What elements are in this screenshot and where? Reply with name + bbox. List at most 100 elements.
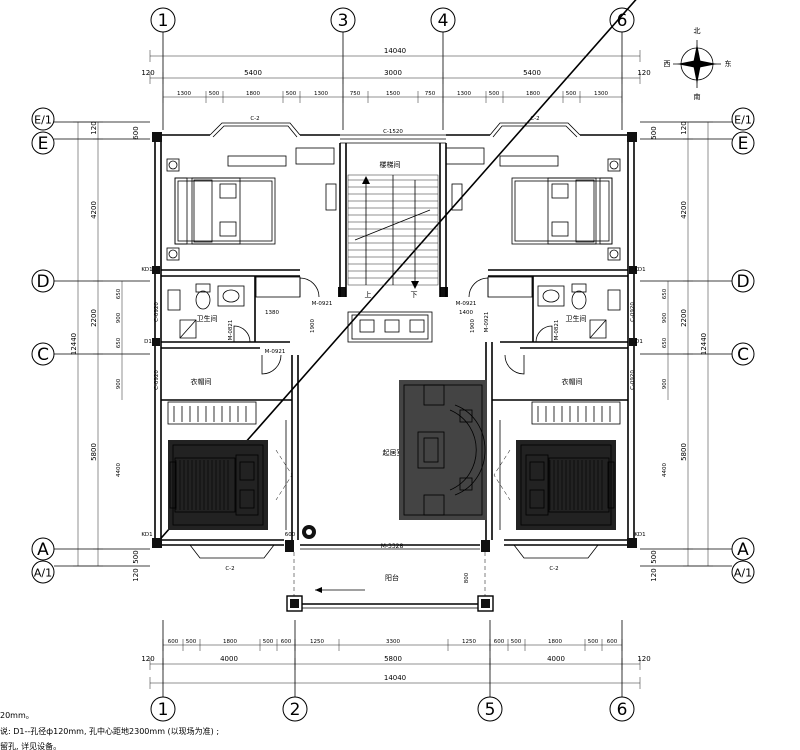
axis-label: A <box>737 540 749 560</box>
dim-outer: 120 <box>141 69 154 77</box>
axis-label: D <box>736 272 749 292</box>
bed-top-right <box>445 147 621 261</box>
dim-detail: 750 <box>350 91 361 97</box>
dim-outer: 120 <box>637 655 650 663</box>
dim-detail: 500 <box>511 639 522 645</box>
dim-small: 1400 <box>459 310 473 316</box>
dim-detail: 1300 <box>594 91 608 97</box>
right-axis-markers: E/1 E D C A A/1 <box>640 107 755 584</box>
opening-c0920: C-0920 <box>630 370 636 390</box>
left-axis-markers: E/1 E D C A A/1 <box>31 107 150 584</box>
compass-east: 东 <box>725 59 732 68</box>
dim-small: 1380 <box>265 310 279 316</box>
dim-detail: 500 <box>489 91 500 97</box>
notes: 20mm。 说: D1--孔径ф120mm, 孔中心距地2300mm (以现场为… <box>0 711 219 750</box>
dim-small: 600 <box>285 532 296 538</box>
dim-detail: 500 <box>566 91 577 97</box>
dim-small: 900 <box>662 378 668 389</box>
axis-label: E <box>738 134 749 154</box>
columns <box>152 132 637 552</box>
dim-detail: 1800 <box>223 639 237 645</box>
opening-d1: D1 <box>635 339 643 345</box>
interior-walls <box>161 143 628 540</box>
door-swings <box>233 277 553 530</box>
dim-detail: 1800 <box>548 639 562 645</box>
corridor-cabinet <box>347 311 433 343</box>
dim-row: 120 <box>132 568 140 581</box>
axis-label: E/1 <box>34 114 52 127</box>
dim-small: 4400 <box>662 463 668 477</box>
dim-row: 2200 <box>90 309 98 327</box>
axis-label: E <box>38 134 49 154</box>
dim-detail: 1300 <box>457 91 471 97</box>
dim-small: 1900 <box>470 319 476 333</box>
axis-label: A/1 <box>734 567 752 580</box>
dim-detail: 1250 <box>310 639 324 645</box>
axis-label: 3 <box>338 11 349 31</box>
dim-main: 3000 <box>384 69 402 77</box>
balcony: M-3328 <box>286 543 494 612</box>
dim-detail: 600 <box>494 639 505 645</box>
note-line: 20mm。 <box>0 711 34 720</box>
compass-west: 西 <box>664 60 671 68</box>
axis-label: 1 <box>158 700 169 720</box>
dim-outer: 120 <box>141 655 154 663</box>
axis-label: 6 <box>617 11 628 31</box>
compass-south: 南 <box>694 92 701 101</box>
staircase: 楼梯间 上 下 <box>347 160 439 299</box>
axis-label: C <box>37 345 49 365</box>
left-dimensions: 120 600 4200 2200 5800 500 120 12440 <box>70 121 140 581</box>
dim-small: 900 <box>116 378 122 389</box>
dim-row: 120 <box>680 121 688 134</box>
dim-detail: 500 <box>588 639 599 645</box>
stair-up-label: 上 <box>365 290 372 299</box>
dim-detail: 600 <box>168 639 179 645</box>
bed-bottom-right <box>516 440 616 530</box>
bottom-dimensions: 600 500 1800 500 600 1250 3300 1250 600 … <box>141 639 651 689</box>
dim-row: 500 <box>650 550 658 563</box>
opening-kd1: KD1 <box>141 532 152 538</box>
axis-label: 2 <box>290 700 301 720</box>
dim-small: 800 <box>464 572 470 583</box>
dim-row: 5800 <box>90 443 98 461</box>
dim-small: 4400 <box>116 463 122 477</box>
axis-label: 5 <box>485 700 496 720</box>
room-closet-left: 衣帽间 <box>191 377 212 386</box>
dim-detail: 750 <box>425 91 436 97</box>
room-closet-right: 衣帽间 <box>562 377 583 386</box>
compass-north: 北 <box>694 27 701 35</box>
axis-label: 1 <box>158 11 169 31</box>
opening-m0921: M-0921 <box>484 312 490 333</box>
dim-row: 2200 <box>680 309 688 327</box>
opening-c0920: C-0920 <box>630 302 636 322</box>
room-stair: 楼梯间 <box>380 160 401 169</box>
top-dimensions: 14040 120 5400 3000 5400 120 <box>141 47 651 103</box>
dim-small: 1900 <box>310 319 316 333</box>
axis-label: 6 <box>617 700 628 720</box>
dim-detail: 1300 <box>177 91 191 97</box>
opening-m0921: M-0921 <box>312 301 333 307</box>
room-bath-left: 卫生间 <box>197 314 218 323</box>
opening-m0921: M-0921 <box>265 349 286 355</box>
bed-bottom-left <box>168 440 268 530</box>
dim-small: 650 <box>662 337 668 348</box>
note-line: 留孔, 详见设备。 <box>0 741 61 750</box>
opening-c2: C-2 <box>530 116 539 122</box>
inner-dimensions: 650 900 650 900 650 900 650 900 4400 440… <box>116 281 669 583</box>
dim-total-right: 12440 <box>700 333 708 355</box>
dim-row: 600 <box>132 126 140 139</box>
opening-m3328: M-3328 <box>381 543 404 550</box>
dim-detail: 600 <box>607 639 618 645</box>
dim-detail: 600 <box>281 639 292 645</box>
dim-detail: 1500 <box>386 91 400 97</box>
dim-row: 500 <box>650 126 658 139</box>
opening-c1520: C-1520 <box>383 129 403 135</box>
wardrobes <box>167 276 621 425</box>
opening-c0920: C-0920 <box>154 370 160 390</box>
dim-total-bottom: 14040 <box>384 674 406 682</box>
plant-icon <box>302 525 316 539</box>
dim-small: 900 <box>662 312 668 323</box>
right-dimensions: 120 500 4200 2200 5800 500 120 12440 <box>650 121 713 582</box>
dim-detail: 1300 <box>314 91 328 97</box>
dim-main: 4000 <box>547 655 565 663</box>
